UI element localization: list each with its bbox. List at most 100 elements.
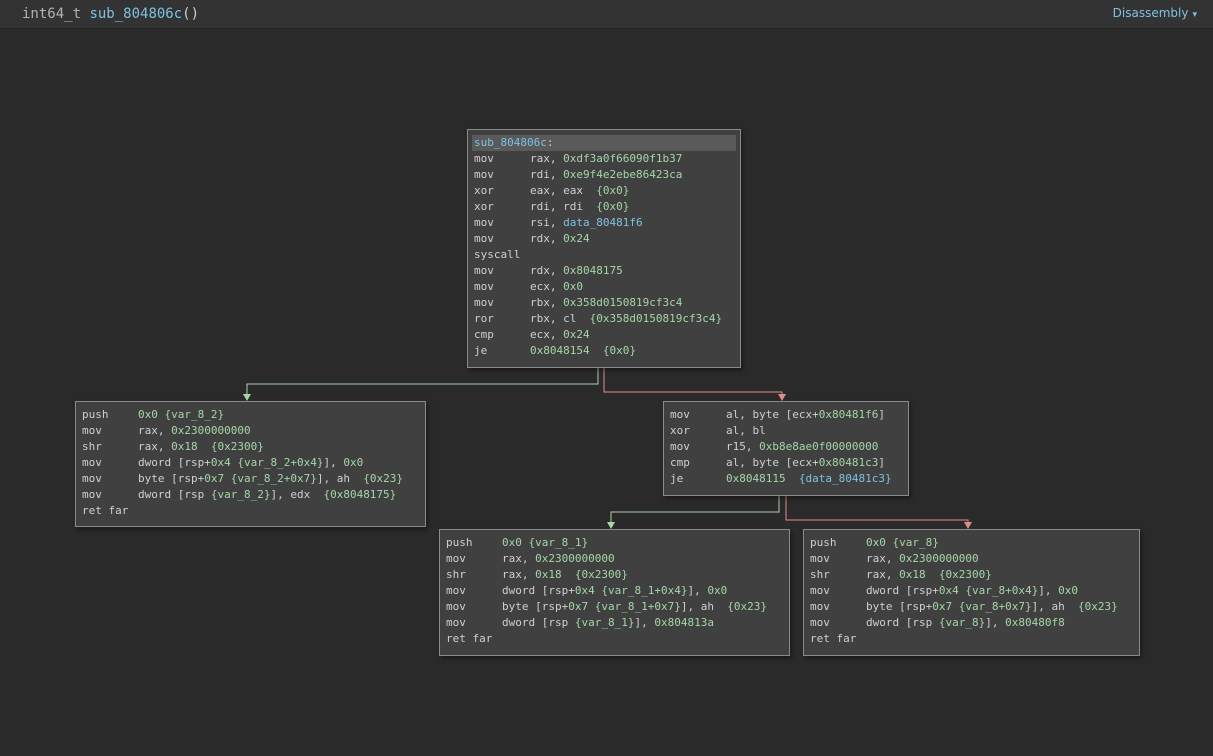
- operand: ],: [323, 456, 344, 469]
- block-label[interactable]: sub_804806c:: [472, 135, 736, 151]
- operand: eax, eax: [530, 184, 597, 197]
- operand: dword [: [138, 456, 185, 469]
- immediate-value[interactable]: 0x18: [899, 568, 939, 581]
- value-annotation: {var_8_2+0x7}: [230, 472, 317, 485]
- immediate-value[interactable]: 0x24: [563, 232, 590, 245]
- mnemonic: mov: [810, 600, 830, 613]
- immediate-value[interactable]: 0x0: [1058, 584, 1078, 597]
- immediate-value[interactable]: 0x0: [563, 280, 583, 293]
- operand: rsp+: [177, 472, 205, 485]
- immediate-value[interactable]: 0x4: [574, 584, 602, 597]
- immediate-value[interactable]: 0xdf3a0f66090f1b37: [563, 152, 683, 165]
- immediate-value[interactable]: 0x7: [568, 600, 595, 613]
- immediate-value[interactable]: 0x7: [204, 472, 231, 485]
- immediate-value[interactable]: 0x2300000000: [171, 424, 251, 437]
- symbol-ref[interactable]: {data_80481c3}: [798, 472, 892, 485]
- immediate-value[interactable]: 0x0: [502, 536, 529, 549]
- immediate-value[interactable]: 0x18: [535, 568, 575, 581]
- operand: dword [rsp: [502, 616, 575, 629]
- value-annotation: {var_8}: [892, 536, 939, 549]
- function-signature[interactable]: int64_t sub_804806c(): [22, 6, 199, 22]
- function-name[interactable]: sub_804806c: [89, 6, 183, 22]
- immediate-value[interactable]: 0x0: [707, 584, 728, 597]
- immediate-value[interactable]: 0x0: [343, 456, 364, 469]
- instruction-line[interactable]: ret far: [446, 631, 783, 647]
- mnemonic: mov: [446, 552, 466, 565]
- instruction-line[interactable]: syscall: [474, 247, 734, 263]
- immediate-value[interactable]: 0x2300000000: [899, 552, 979, 565]
- view-mode-dropdown[interactable]: Disassembly▾: [1113, 6, 1197, 20]
- immediate-value[interactable]: 0x0: [138, 408, 165, 421]
- instruction-line[interactable]: ret far: [810, 631, 1133, 647]
- mnemonic: cmp: [474, 328, 494, 341]
- mnemonic: mov: [810, 552, 830, 565]
- value-annotation: {0x0}: [596, 184, 630, 197]
- immediate-value[interactable]: 0x80481f6: [818, 408, 879, 421]
- value-annotation: {0x2300}: [938, 568, 992, 581]
- immediate-value[interactable]: 0x8048154: [530, 344, 603, 357]
- immediate-value[interactable]: 0x358d0150819cf3c4: [563, 296, 683, 309]
- immediate-value[interactable]: 0x2300000000: [535, 552, 615, 565]
- mnemonic: ret far: [446, 632, 493, 645]
- immediate-value[interactable]: 0xb8e8ae0f00000000: [759, 440, 879, 453]
- immediate-value[interactable]: 0x8048175: [563, 264, 623, 277]
- immediate-value[interactable]: 0x18: [171, 440, 211, 453]
- instruction-line[interactable]: ret far: [82, 503, 419, 519]
- immediate-value[interactable]: 0x8048115: [726, 472, 799, 485]
- immediate-value[interactable]: 0x804813a: [654, 616, 714, 629]
- operand: ], ah: [680, 600, 728, 613]
- immediate-value[interactable]: 0x4: [938, 584, 966, 597]
- immediate-value[interactable]: 0xe9f4e2ebe86423ca: [563, 168, 683, 181]
- immediate-value[interactable]: 0x80481c3: [818, 456, 879, 469]
- immediate-value[interactable]: 0x4: [210, 456, 238, 469]
- operand: ecx+: [792, 456, 819, 469]
- immediate-value[interactable]: 0x0: [866, 536, 893, 549]
- edge-true-entry-to-exit-left: [246, 368, 599, 399]
- immediate-value[interactable]: 0x7: [932, 600, 959, 613]
- immediate-value[interactable]: 0x80480f8: [1005, 616, 1065, 629]
- mnemonic: ret far: [810, 632, 857, 645]
- immediate-value[interactable]: 0x24: [563, 328, 590, 341]
- symbol-ref[interactable]: data_80481f6: [563, 216, 643, 229]
